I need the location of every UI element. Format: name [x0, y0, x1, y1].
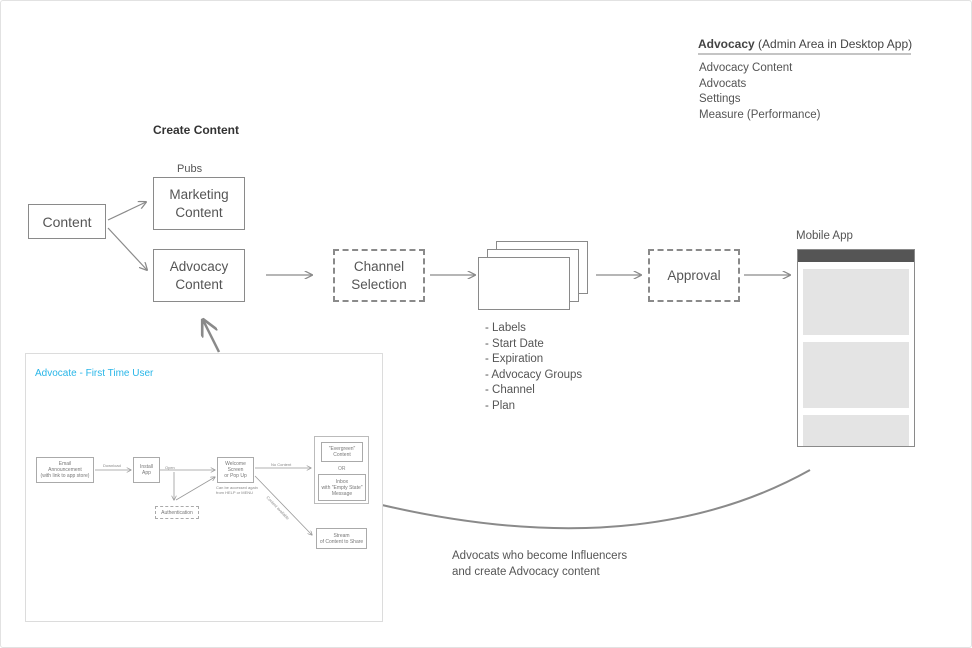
no-content-group: "Evergreen" Content OR Inbox with "Empty…	[314, 436, 369, 504]
or-label: OR	[338, 466, 346, 472]
arrow-content-advocacy	[107, 227, 147, 270]
admin-item-settings[interactable]: Settings	[699, 93, 741, 105]
first-time-user-connectors	[95, 354, 384, 623]
attribute-advocacy-groups: - Advocacy Groups	[485, 368, 583, 381]
channel-selection-node[interactable]: Channel Selection	[333, 249, 425, 302]
approval-node[interactable]: Approval	[648, 249, 740, 302]
inbox-line1: Inbox	[335, 478, 349, 485]
marketing-label-line1: Marketing	[169, 186, 229, 202]
attribute-labels: - Labels	[485, 322, 526, 334]
approval-label: Approval	[667, 268, 721, 283]
install-line2: App	[142, 470, 151, 476]
attribute-channel: - Channel	[485, 384, 535, 397]
inbox-line2: with "Empty State"	[321, 484, 363, 491]
mobile-app-header-bar	[798, 250, 914, 262]
influencer-note: Advocats who become Influencers and crea…	[452, 549, 627, 580]
first-time-user-panel: Advocate - First Time User Email Announc…	[25, 353, 383, 622]
advocacy-content-node[interactable]: Advocacy Content	[153, 249, 245, 302]
authentication-label: Authentication	[161, 509, 193, 516]
influencer-note-line1: Advocats who become Influencers	[452, 550, 628, 562]
attribute-expiration: - Expiration	[485, 353, 544, 366]
create-content-title: Create Content	[153, 123, 240, 137]
advocacy-label-line1: Advocacy	[169, 258, 229, 274]
curve-mobile-to-user	[381, 469, 811, 530]
attribute-plan: - Plan	[485, 399, 516, 412]
evergreen-line1: "Evergreen"	[328, 446, 356, 452]
email-line1: Email	[58, 461, 72, 467]
first-time-user-title: Advocate - First Time User	[35, 368, 154, 379]
email-announcement-box: Email Announcement (with link to app sto…	[36, 457, 94, 483]
mobile-app-card-3	[803, 415, 909, 446]
channel-label-line2: Selection	[351, 276, 407, 292]
welcome-note-line1: Can be accessed again	[216, 485, 258, 490]
admin-title: Advocacy	[698, 37, 755, 51]
content-node-label: Content	[42, 213, 92, 230]
admin-menu: Advocacy Content Advocats Settings Measu…	[699, 61, 820, 123]
evergreen-line2: Content	[333, 452, 351, 458]
content-attributes: - Labels - Start Date - Expiration - Adv…	[485, 321, 582, 415]
welcome-line1: Welcome	[225, 461, 246, 467]
welcome-note: Can be accessed again from HELP or MENU	[216, 485, 258, 495]
admin-item-advocacy-content[interactable]: Advocacy Content	[699, 62, 793, 74]
admin-heading: Advocacy (Admin Area in Desktop App)	[698, 37, 912, 51]
influencer-note-line2: and create Advocacy content	[452, 565, 600, 578]
inbox-line3: Message	[331, 490, 353, 497]
content-card-front[interactable]	[478, 257, 570, 310]
admin-item-advocats[interactable]: Advocats	[699, 77, 747, 90]
install-app-box: Install App	[133, 457, 160, 483]
inbox-empty-state-box: Inbox with "Empty State" Message	[318, 474, 366, 501]
email-line2: Announcement	[48, 467, 82, 473]
open-label: Open	[165, 465, 175, 470]
download-label: Download	[103, 463, 121, 468]
marketing-label-line2: Content	[175, 204, 223, 220]
welcome-note-line2: from HELP or MENU	[216, 490, 254, 495]
attribute-start-date: - Start Date	[485, 337, 544, 350]
admin-subtitle: (Admin Area in Desktop App)	[758, 37, 913, 51]
arrow-content-marketing	[107, 202, 146, 221]
email-line3: (with link to app store)	[40, 473, 90, 479]
admin-item-measure[interactable]: Measure (Performance)	[699, 108, 821, 121]
advocacy-label-line2: Content	[175, 276, 223, 292]
content-node[interactable]: Content	[28, 204, 106, 239]
mobile-app-device[interactable]	[797, 249, 915, 447]
authentication-box: Authentication	[155, 506, 199, 519]
pubs-label: Pubs	[177, 163, 203, 175]
evergreen-content-box: "Evergreen" Content	[321, 442, 363, 462]
stream-content-box: Stream of Content to Share	[316, 528, 367, 549]
stream-line1: Stream	[333, 532, 350, 539]
mobile-app-card-2	[803, 342, 909, 408]
stream-line2: of Content to Share	[319, 538, 364, 545]
mobile-app-label: Mobile App	[796, 230, 853, 242]
arrow-return-advocacy	[203, 320, 221, 353]
welcome-screen-box: Welcome Screen or Pop Up	[217, 457, 254, 483]
marketing-content-node[interactable]: Marketing Content	[153, 177, 245, 230]
channel-label-line1: Channel	[353, 258, 405, 274]
no-content-label: No Content	[271, 462, 292, 467]
install-line1: Install	[139, 464, 154, 470]
mobile-app-card-1	[803, 269, 909, 335]
welcome-line2: Screen	[227, 467, 244, 473]
welcome-line3: or Pop Up	[224, 473, 247, 479]
